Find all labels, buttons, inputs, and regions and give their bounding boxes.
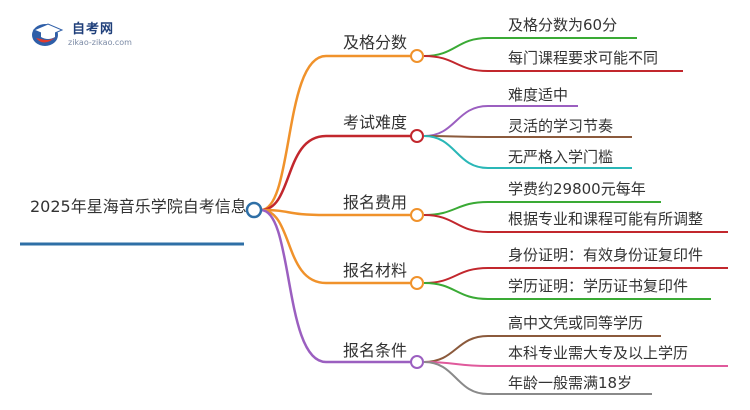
leaf-connector-4-1 [423, 267, 489, 284]
leaf-connector-2-3 [423, 135, 489, 169]
leaf-5-2-label[interactable]: 本科专业需大专及以上学历 [508, 344, 689, 362]
leaf-5-3-label[interactable]: 年龄一般需满18岁 [508, 374, 633, 392]
branch-4-label[interactable]: 报名材料 [343, 261, 408, 280]
branch-connector-5 [260, 208, 327, 364]
branch-2-label[interactable]: 考试难度 [343, 113, 408, 132]
root-topic[interactable]: 2025年星海音乐学院自考信息 [30, 197, 247, 216]
graduation-cap-icon [32, 23, 64, 46]
branch-node-circle-2 [410, 129, 424, 143]
branch-node-circle-1 [410, 49, 424, 63]
branch-connector-4 [260, 208, 327, 285]
leaf-connector-3-1 [423, 201, 489, 216]
leaf-3-2-label[interactable]: 根据专业和课程可能有所调整 [508, 210, 704, 228]
leaf-4-1-label[interactable]: 身份证明：有效身份证复印件 [508, 246, 704, 264]
leaf-2-3-label[interactable]: 无严格入学门槛 [508, 148, 614, 166]
branch-connector-3 [260, 208, 327, 217]
logo-name: 自考网 [72, 22, 115, 37]
leaf-2-2-label[interactable]: 灵活的学习节奏 [508, 117, 614, 135]
leaf-connector-4-2 [423, 282, 489, 300]
leaf-4-2-label[interactable]: 学历证明：学历证书复印件 [508, 277, 689, 295]
branch-node-circle-3 [410, 208, 424, 222]
root-node-circle [245, 201, 263, 219]
branch-connector-1 [260, 54, 327, 212]
branch-3-label[interactable]: 报名费用 [343, 193, 408, 212]
leaf-connector-3-2 [423, 214, 489, 233]
leaf-connector-1-2 [423, 55, 489, 72]
leaf-1-1-label[interactable]: 及格分数为60分 [508, 16, 618, 34]
branch-node-circle-4 [410, 276, 424, 290]
leaf-5-1-label[interactable]: 高中文凭或同等学历 [508, 314, 644, 332]
leaf-connector-5-3 [423, 361, 489, 395]
branch-node-circle-5 [410, 355, 424, 369]
site-logo[interactable]: 自考网 zikao-zikao.com [30, 14, 150, 52]
leaf-2-1-label[interactable]: 难度适中 [508, 86, 569, 104]
branch-connector-2 [260, 134, 327, 212]
leaf-1-2-label[interactable]: 每门课程要求可能不同 [508, 49, 659, 67]
leaf-3-1-label[interactable]: 学费约29800元每年 [508, 180, 646, 198]
leaf-connector-1-1 [423, 37, 489, 57]
branch-1-label[interactable]: 及格分数 [343, 33, 408, 52]
leaf-connector-5-1 [423, 335, 489, 363]
logo-url: zikao-zikao.com [68, 38, 132, 47]
leaf-connector-2-1 [423, 105, 489, 137]
branch-5-label[interactable]: 报名条件 [343, 341, 408, 360]
